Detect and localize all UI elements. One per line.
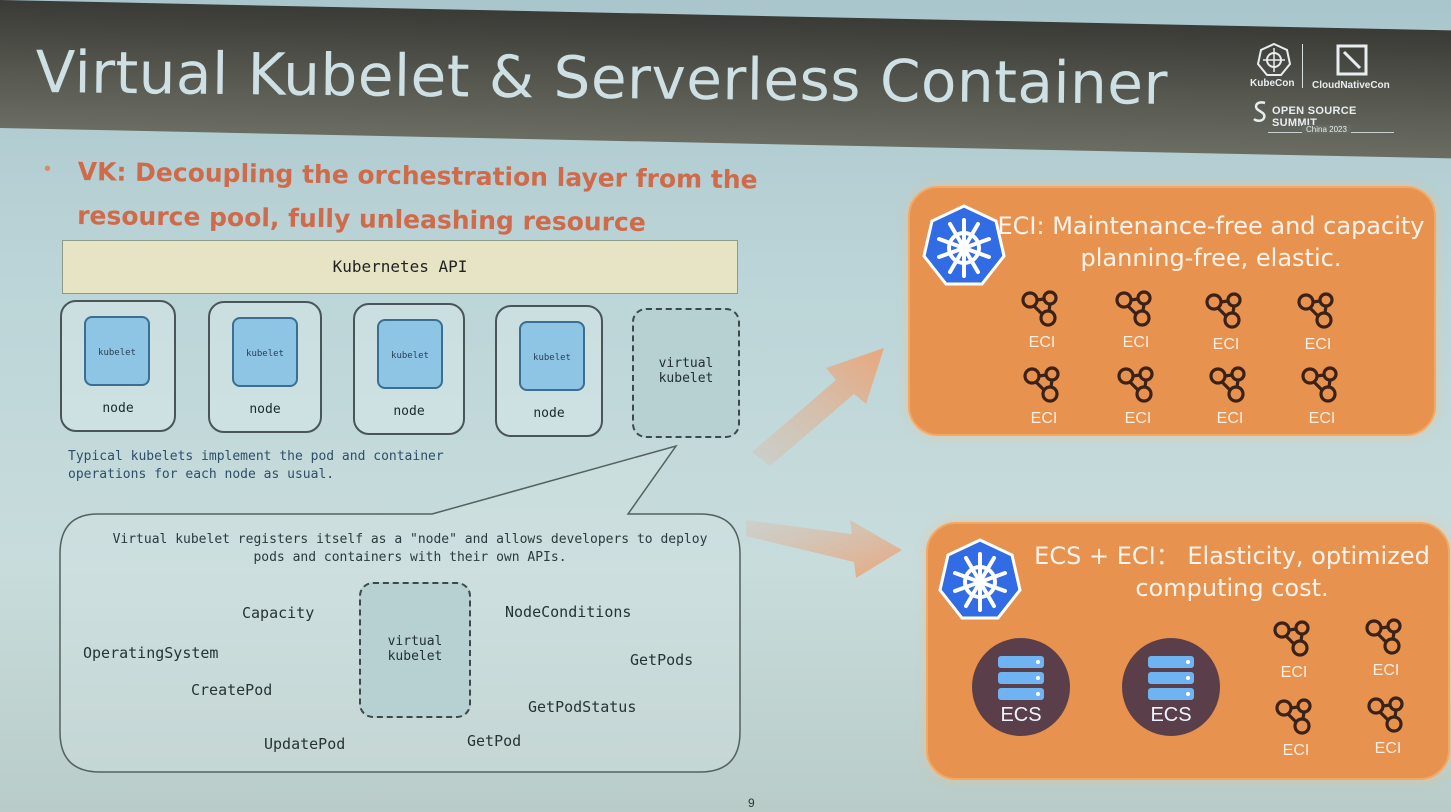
- ecs-label: ECS: [1150, 704, 1192, 726]
- bullet-icon: •: [44, 158, 52, 180]
- eci-instance: ECI: [1014, 364, 1074, 428]
- kubelet-note: Typical kubelets implement the pod and c…: [68, 449, 444, 482]
- eci-card: ECI: Maintenance-free and capacity plann…: [908, 186, 1436, 436]
- balloon-virtual-kubelet-label: virtual kubelet: [387, 634, 443, 664]
- node-label: node: [249, 402, 281, 417]
- logo-kubecon: KubeCon: [1250, 78, 1295, 89]
- cncf-logo-icon: [1336, 44, 1368, 76]
- eci-molecule-icon: [1205, 292, 1242, 329]
- eci-label: ECI: [1308, 410, 1336, 427]
- func-update-pod: UpdatePod: [264, 735, 346, 753]
- kubernetes-icon: [922, 204, 1006, 286]
- eci-instance: ECI: [1106, 288, 1166, 352]
- func-get-pod-status: GetPodStatus: [528, 698, 637, 716]
- func-create-pod: CreatePod: [191, 681, 273, 699]
- ecs-eci-card: ECS + ECI： Elasticity, optimized computi…: [926, 522, 1450, 780]
- ecs-eci-card-text: ECS + ECI： Elasticity, optimized computi…: [1034, 542, 1430, 602]
- node-card: kubelet node: [495, 305, 603, 437]
- eci-molecule-icon: [1275, 698, 1312, 735]
- eci-instance: ECI: [1108, 364, 1168, 428]
- page-number: 9: [748, 796, 755, 810]
- eci-label: ECI: [1216, 410, 1244, 427]
- eci-instance: ECI: [1264, 618, 1324, 682]
- kubernetes-api-bar: Kubernetes API: [62, 240, 738, 294]
- eci-molecule-icon: [1301, 366, 1338, 403]
- ecs-label: ECS: [1000, 704, 1042, 726]
- eci-label: ECI: [1282, 742, 1310, 759]
- eci-molecule-icon: [1367, 696, 1404, 733]
- eci-molecule-icon: [1273, 620, 1310, 657]
- kubelet-box: kubelet: [519, 321, 585, 391]
- logo-cloudnativecon: CloudNativeCon: [1312, 80, 1390, 91]
- ecs-server: ECS: [972, 638, 1070, 736]
- balloon-virtual-kubelet: virtual kubelet: [359, 582, 471, 718]
- logo-divider: [1302, 44, 1303, 88]
- eci-molecule-icon: [1117, 366, 1154, 403]
- eci-label: ECI: [1280, 664, 1308, 681]
- balloon-description: Virtual kubelet registers itself as a "n…: [112, 532, 708, 565]
- node-card: kubelet node: [353, 303, 465, 435]
- eci-label: ECI: [1122, 334, 1150, 351]
- func-get-pod: GetPod: [467, 732, 522, 750]
- eci-label: ECI: [1124, 410, 1152, 427]
- func-get-pods: GetPods: [630, 651, 694, 669]
- eci-label: ECI: [1028, 334, 1056, 351]
- eci-molecule-icon: [1365, 618, 1402, 655]
- node-card: kubelet node: [208, 301, 322, 433]
- eci-label: ECI: [1212, 336, 1240, 353]
- node-label: node: [102, 401, 134, 416]
- eci-molecule-icon: [1115, 290, 1152, 327]
- kubelet-box: kubelet: [84, 316, 150, 386]
- logo-edition: China 2023: [1302, 125, 1351, 134]
- server-stack-icon: [1148, 656, 1194, 700]
- node-label: node: [533, 406, 565, 421]
- eci-instance: ECI: [1356, 616, 1416, 680]
- eci-card-text: ECI: Maintenance-free and capacity plann…: [997, 212, 1425, 272]
- oss-s-icon: [1253, 101, 1266, 122]
- eci-molecule-icon: [1023, 366, 1060, 403]
- arrow-to-ecs: [746, 520, 902, 578]
- ecs-server: ECS: [1122, 638, 1220, 736]
- eci-label: ECI: [1030, 410, 1058, 427]
- kubecon-logo-icon: [1256, 42, 1292, 76]
- eci-instance: ECI: [1292, 364, 1352, 428]
- eci-label: ECI: [1374, 740, 1402, 757]
- eci-instance: ECI: [1288, 290, 1348, 354]
- node-label: node: [393, 404, 425, 419]
- eci-instance: ECI: [1196, 290, 1256, 354]
- kubelet-box: kubelet: [377, 319, 443, 389]
- eci-instance: ECI: [1200, 364, 1260, 428]
- kubelet-box: kubelet: [232, 317, 298, 387]
- eci-molecule-icon: [1297, 292, 1334, 329]
- func-node-conditions: NodeConditions: [505, 603, 632, 621]
- eci-label: ECI: [1304, 336, 1332, 353]
- eci-instance: ECI: [1012, 288, 1072, 352]
- eci-molecule-icon: [1209, 366, 1246, 403]
- eci-label: ECI: [1372, 662, 1400, 679]
- virtual-kubelet-node: virtual kubelet: [632, 308, 740, 438]
- eci-instance: ECI: [1266, 696, 1326, 760]
- func-capacity: Capacity: [242, 604, 315, 622]
- func-operating-system: OperatingSystem: [83, 644, 219, 662]
- kubernetes-icon: [938, 538, 1022, 620]
- node-card: kubelet node: [60, 300, 176, 432]
- server-stack-icon: [998, 656, 1044, 700]
- conference-logo: KubeCon CloudNativeCon OPEN SOURCE SUMMI…: [1244, 40, 1404, 140]
- eci-molecule-icon: [1021, 290, 1058, 327]
- virtual-kubelet-label: virtual kubelet: [658, 356, 714, 386]
- eci-instance: ECI: [1358, 694, 1418, 758]
- arrow-to-eci: [752, 348, 884, 466]
